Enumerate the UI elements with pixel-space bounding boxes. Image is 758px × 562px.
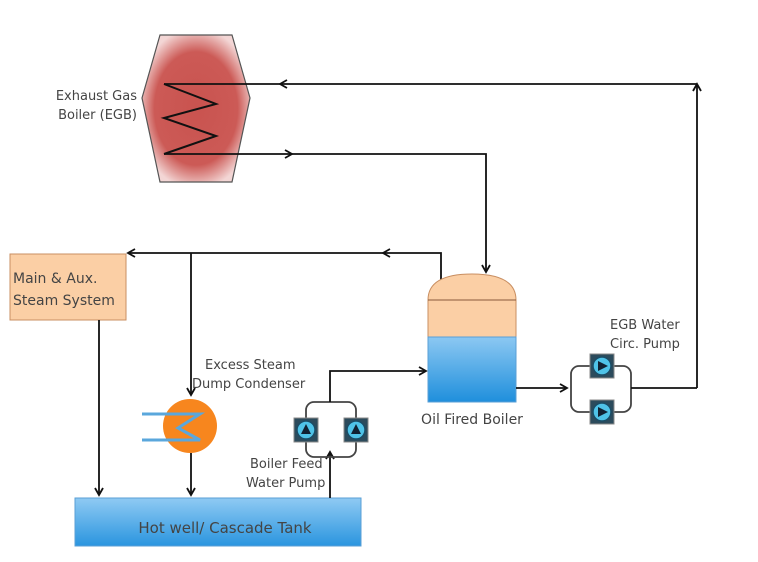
egb-circ-pump-bottom[interactable] (589, 399, 615, 425)
oil-fired-boiler-label: Oil Fired Boiler (421, 412, 523, 428)
hotwell-cascade-tank (74, 497, 362, 547)
exhaust-gas-boiler (141, 34, 251, 183)
steam-outlet-line (381, 248, 442, 282)
dump-condenser (142, 399, 217, 453)
feed-pump-right[interactable] (343, 417, 369, 443)
main-aux-steam-system (9, 253, 127, 321)
hotwell-label: Hot well/ Cascade Tank (138, 519, 312, 537)
feed-pump-left[interactable] (293, 417, 319, 443)
circ-pump-label-2: Circ. Pump (610, 337, 680, 352)
egb-circ-pump-top[interactable] (589, 353, 615, 379)
oil-fired-boiler (427, 273, 517, 403)
dump-condenser-label-2: Dump Condenser (192, 377, 306, 392)
circ-pump-label-1: EGB Water (610, 318, 680, 333)
feed-pump-label-2: Water Pump (246, 476, 325, 491)
feed-pump-label-1: Boiler Feed (250, 457, 323, 472)
steam-system-label-1: Main & Aux. (13, 271, 97, 287)
egb-label-1: Exhaust Gas (56, 89, 137, 104)
condenser-coil (142, 412, 206, 442)
dump-condenser-label-1: Excess Steam (205, 358, 295, 373)
feed-line-to-boiler (329, 366, 428, 402)
egb-label-2: Boiler (EGB) (58, 108, 137, 123)
egb-coil (160, 83, 220, 155)
steam-system-label-2: Steam System (13, 293, 115, 309)
egb-outlet-line-2 (292, 153, 491, 274)
